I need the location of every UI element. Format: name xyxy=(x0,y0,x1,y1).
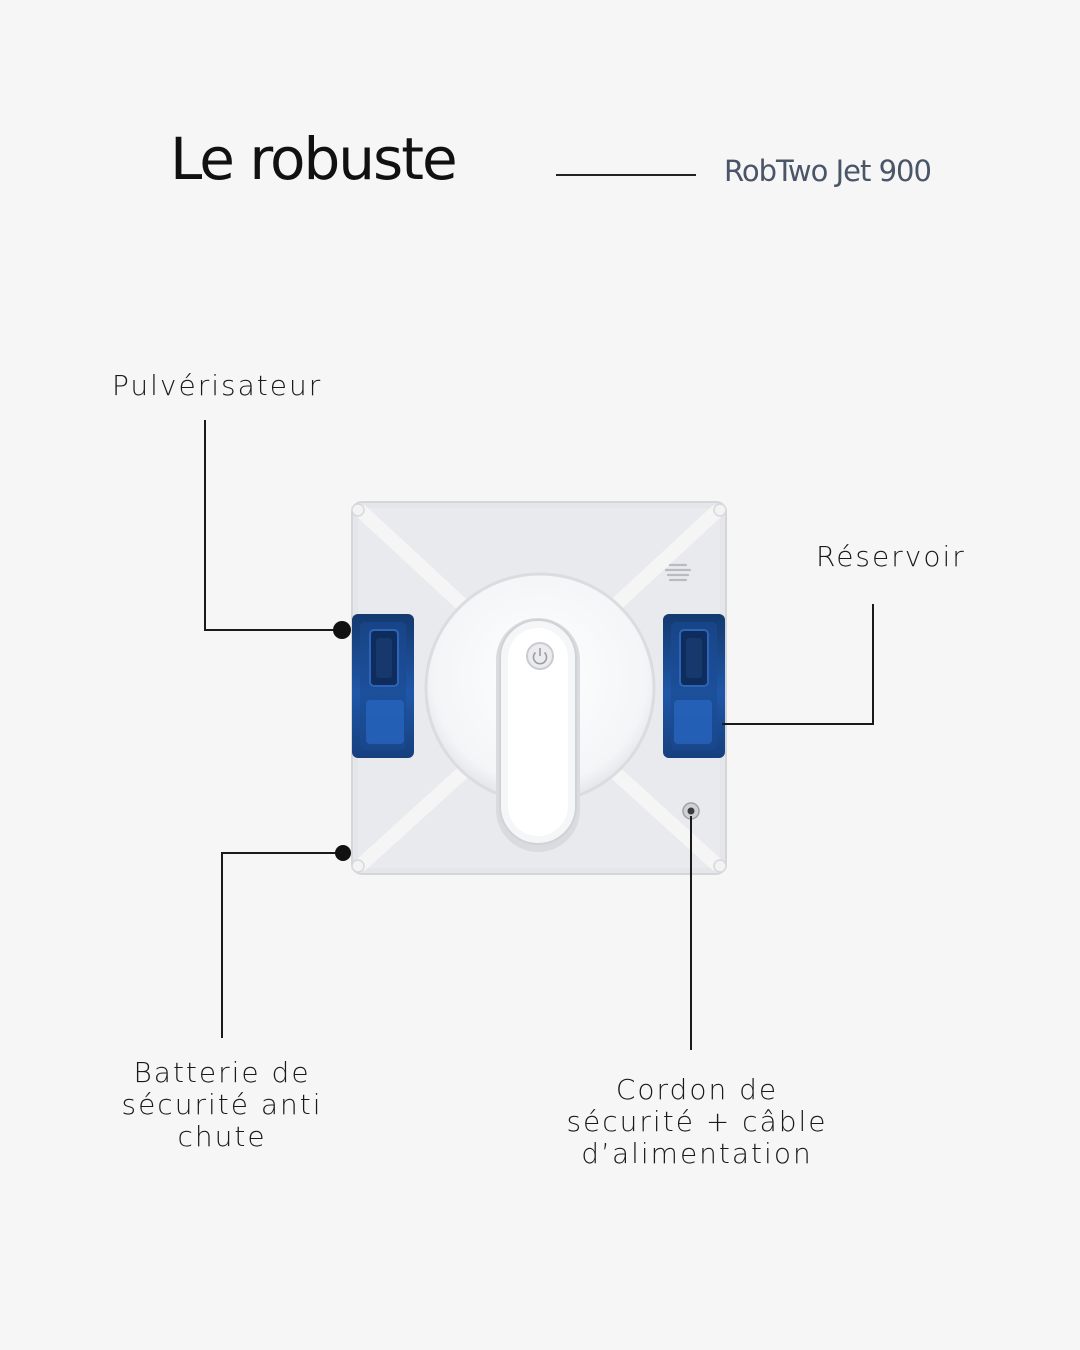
speaker-grille-icon xyxy=(664,563,692,582)
callout-cord: Cordon de sécurité + câble d’alimentatio… xyxy=(548,1074,846,1170)
callout-tank: Réservoir xyxy=(816,540,966,573)
battery-leader-line xyxy=(221,852,342,1038)
model-name: RobTwo Jet 900 xyxy=(724,154,932,188)
callout-battery-line: sécurité anti xyxy=(121,1088,323,1121)
power-button-icon xyxy=(526,642,554,670)
page-title: Le robuste xyxy=(170,125,458,193)
tank-module xyxy=(663,614,725,758)
sprayer-callout-dot xyxy=(333,621,351,639)
battery-callout-dot xyxy=(335,845,351,861)
callout-battery: Batterie de sécurité anti chute xyxy=(92,1057,352,1153)
sprayer-module xyxy=(352,614,414,758)
callout-cord-line: sécurité + câble xyxy=(566,1105,828,1138)
callout-cord-line: d’alimentation xyxy=(581,1137,813,1170)
cord-port-icon xyxy=(682,802,700,820)
sprayer-leader-line xyxy=(204,420,342,631)
tank-leader-line xyxy=(722,604,874,725)
callout-cord-line: Cordon de xyxy=(615,1073,779,1106)
callout-battery-line: Batterie de xyxy=(133,1056,311,1089)
title-divider xyxy=(556,174,696,176)
callout-battery-line: chute xyxy=(177,1120,267,1153)
callout-sprayer: Pulvérisateur xyxy=(112,369,323,402)
robot-handle xyxy=(496,618,580,852)
